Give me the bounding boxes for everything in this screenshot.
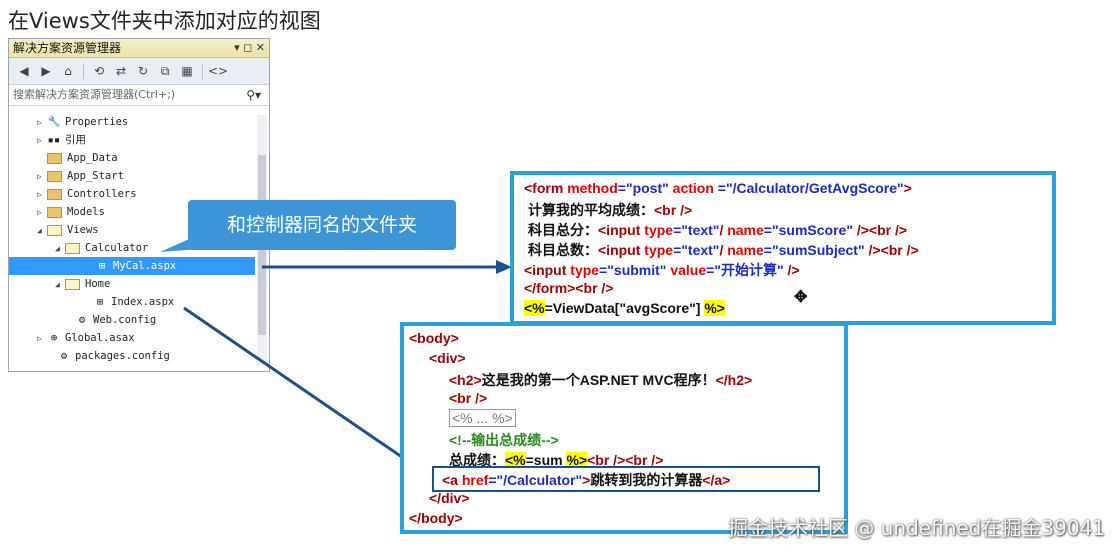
code-line: </form><br /> (524, 280, 614, 296)
tree-item-app-data[interactable]: App_Data (37, 149, 118, 167)
arrowhead-icon (496, 260, 512, 274)
folder-icon (47, 206, 62, 218)
tree-item-references[interactable]: ▷ ▪▪ 引用 (37, 131, 86, 149)
view-code-icon[interactable]: <> (207, 64, 229, 78)
search-placeholder: 搜索解决方案资源管理器(Ctrl+;) (13, 88, 176, 101)
tree-item-controllers[interactable]: ▷ Controllers (37, 185, 137, 203)
code-line: <!--输出总成绩--> (449, 432, 559, 448)
panel-title: 解决方案资源管理器 (13, 41, 122, 55)
expand-arrow-icon[interactable]: ▷ (37, 118, 42, 127)
explorer-toolbar: ◀ ▶ ⌂ ⟲ ⇄ ↻ ⧉ ▦ <> (9, 58, 269, 85)
forward-icon[interactable]: ▶ (41, 64, 51, 78)
code-line: <div> (429, 350, 466, 366)
back-icon[interactable]: ◀ (19, 64, 29, 78)
tree-item-label: packages.config (75, 350, 170, 362)
properties-icon[interactable]: ▦ (181, 64, 193, 78)
references-icon: ▪▪ (47, 134, 61, 146)
toolbar-divider (83, 63, 84, 79)
folder-open-icon (65, 278, 80, 290)
expand-arrow-icon[interactable]: ▷ (37, 172, 42, 181)
arrow-to-index-code (183, 306, 419, 470)
code-line: <form method="post" action ="/Calculator… (524, 180, 912, 196)
watermark: 掘金技术社区 @ undefined在掘金39041 (728, 516, 1105, 540)
tree-item-label: Models (67, 206, 105, 218)
config-file-icon: ⚙ (60, 350, 68, 362)
slide-title: 在Views文件夹中添加对应的视图 (8, 9, 321, 33)
tree-item-views[interactable]: ◢ Views (37, 221, 99, 239)
tree-item-web-config[interactable]: ⚙ Web.config (75, 311, 156, 329)
index-code-panel: <body> <div> <h2>这是我的第一个ASP.NET MVC程序！</… (400, 322, 848, 534)
tree-item-label: Web.config (93, 314, 157, 326)
code-line: <% ... %> (449, 409, 516, 427)
sync-icon[interactable]: ⇄ (115, 64, 127, 78)
code-line: <input type="submit" value="开始计算" /> (524, 262, 800, 278)
aspx-file-icon: ⊞ (98, 260, 106, 272)
search-icon[interactable]: ⚲▾ (246, 88, 261, 102)
folder-icon (47, 188, 62, 200)
home-icon[interactable]: ⌂ (64, 64, 72, 78)
expand-arrow-icon[interactable]: ▷ (37, 190, 42, 199)
tree-item-label: Calculator (85, 242, 149, 254)
folder-open-icon (47, 224, 62, 236)
code-line: 总成绩：<%=sum %><br /><br /> (449, 452, 664, 468)
toolbar-divider (202, 63, 203, 79)
code-line: 计算我的平均成绩：<br /> (528, 202, 693, 218)
code-line: <a href="/Calculator">跳转到我的计算器</a> (442, 472, 731, 488)
code-line: 科目总分：<input type="text"/ name="sumScore"… (528, 222, 908, 238)
collapse-arrow-icon[interactable]: ◢ (37, 226, 42, 235)
refresh-icon[interactable]: ↻ (137, 64, 149, 78)
tree-item-label: Views (67, 224, 99, 236)
code-line: </body> (409, 510, 463, 526)
asax-file-icon: ⊕ (50, 332, 58, 344)
tree-item-label: 引用 (65, 134, 86, 146)
tree-item-label: Home (85, 278, 111, 290)
tree-item-label: MyCal.aspx (113, 260, 177, 272)
tree-item-home[interactable]: ◢ Home (55, 275, 110, 293)
tree-item-app-start[interactable]: ▷ App_Start (37, 167, 124, 185)
collapse-arrow-icon[interactable]: ◢ (55, 244, 60, 253)
callout-label: 和控制器同名的文件夹 (188, 200, 456, 250)
expand-arrow-icon[interactable]: ▷ (37, 334, 42, 343)
code-line: <body> (409, 330, 459, 346)
collapse-arrow-icon[interactable]: ◢ (55, 280, 60, 289)
tree-item-label: Global.asax (65, 332, 135, 344)
collapse-all-icon[interactable]: ⧉ (160, 63, 170, 78)
wrench-icon: 🔧 (47, 116, 61, 128)
tree-item-mycal-aspx[interactable]: ⊞ MyCal.aspx (9, 257, 255, 275)
code-line: <h2>这是我的第一个ASP.NET MVC程序！</h2> (449, 372, 753, 388)
panel-window-controls[interactable]: ▾ ◻ ✕ (234, 41, 265, 54)
config-file-icon: ⚙ (78, 314, 86, 326)
folder-open-icon (65, 242, 80, 254)
collapsed-region[interactable]: <% ... %> (449, 409, 516, 427)
tree-item-label: Properties (65, 116, 129, 128)
tree-item-label: App_Data (67, 152, 118, 164)
tree-item-global-asax[interactable]: ▷ ⊕ Global.asax (37, 329, 135, 347)
tree-item-packages-config[interactable]: ⚙ packages.config (57, 347, 170, 365)
expand-arrow-icon[interactable]: ▷ (37, 136, 42, 145)
solution-explorer-header: 解决方案资源管理器 ▾ ◻ ✕ (9, 39, 269, 58)
code-line: <br /> (449, 390, 488, 406)
code-line: </div> (429, 490, 470, 506)
aspx-file-icon: ⊞ (96, 296, 104, 308)
code-line: 科目总数：<input type="text"/ name="sumSubjec… (528, 242, 919, 258)
tree-item-label: Controllers (67, 188, 137, 200)
tree-item-calculator[interactable]: ◢ Calculator (55, 239, 148, 257)
expand-arrow-icon[interactable]: ▷ (37, 208, 42, 217)
mouse-cursor-icon: ✥ (794, 289, 808, 306)
history-icon[interactable]: ⟲ (93, 64, 105, 78)
tree-item-label: Index.aspx (111, 296, 175, 308)
tree-item-index-aspx[interactable]: ⊞ Index.aspx (93, 293, 174, 311)
mycal-code-panel: <form method="post" action ="/Calculator… (510, 171, 1056, 325)
tree-item-label: App_Start (67, 170, 124, 182)
folder-icon (47, 170, 62, 182)
tree-item-models[interactable]: ▷ Models (37, 203, 105, 221)
tree-item-properties[interactable]: ▷ 🔧 Properties (37, 113, 128, 131)
code-line: <%=ViewData["avgScore"] %> (524, 300, 725, 316)
explorer-search[interactable]: 搜索解决方案资源管理器(Ctrl+;) ⚲▾ (9, 85, 269, 106)
highlight-link-box (432, 466, 820, 492)
folder-icon (47, 152, 62, 164)
